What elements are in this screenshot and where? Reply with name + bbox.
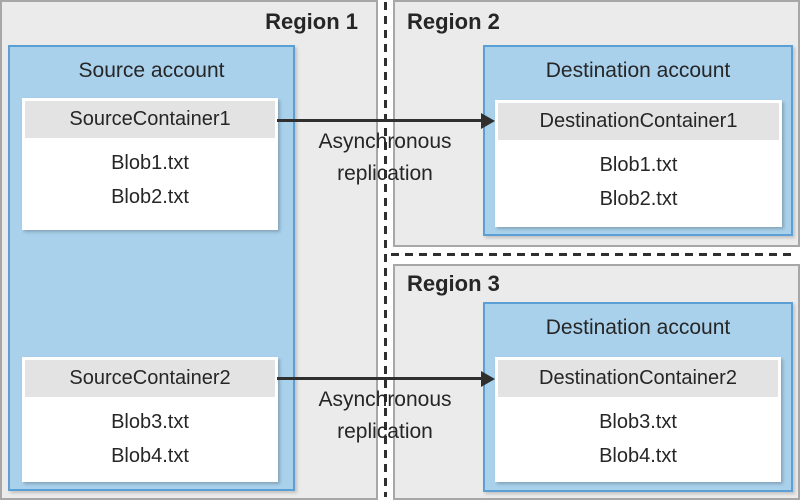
replication-label-text: Asynchronous replication [318, 388, 452, 443]
region-2-panel: Region 2 Destination account Destination… [393, 0, 800, 247]
arrow-head-icon [481, 113, 495, 129]
region-3-label: Region 3 [407, 271, 500, 296]
region-divider-vertical [384, 2, 387, 497]
region-3-panel: Region 3 Destination account Destination… [393, 264, 800, 500]
blob-item: Blob1.txt [599, 154, 678, 176]
blob-item: Blob4.txt [599, 445, 677, 467]
region-1-label: Region 1 [265, 9, 358, 34]
blob-item: Blob2.txt [111, 186, 189, 208]
destination-account-1: Destination account DestinationContainer… [483, 45, 793, 236]
arrow-head-icon [481, 371, 495, 387]
blob-item: Blob3.txt [599, 411, 677, 433]
source-container-1: SourceContainer1 Blob1.txt Blob2.txt [22, 98, 278, 230]
replication-label-text: Asynchronous replication [318, 130, 452, 185]
destination-container-1: DestinationContainer1 Blob1.txt Blob2.tx… [495, 100, 782, 227]
source-account: Source account SourceContainer1 Blob1.tx… [8, 45, 295, 491]
arrow-line [277, 119, 482, 122]
source-account-title: Source account [78, 59, 225, 82]
replication-label-2: Asynchronous replication [285, 384, 485, 448]
blob-item: Blob4.txt [111, 445, 189, 467]
source-container-2-header: SourceContainer2 [25, 360, 275, 397]
arrow-line [277, 377, 482, 380]
source-container-2: SourceContainer2 Blob3.txt Blob4.txt [22, 357, 278, 482]
blob-item: Blob3.txt [111, 411, 189, 433]
region-2-label: Region 2 [407, 9, 500, 34]
destination-account-2-title: Destination account [545, 316, 731, 339]
region-divider-horizontal [391, 253, 797, 256]
source-container-1-header: SourceContainer1 [25, 101, 275, 138]
destination-container-1-header: DestinationContainer1 [498, 103, 779, 140]
blob-item: Blob2.txt [599, 188, 678, 210]
destination-container-2-header: DestinationContainer2 [498, 360, 778, 397]
blob-item: Blob1.txt [111, 152, 189, 174]
region-1-panel: Region 1 Source account SourceContainer1… [0, 0, 378, 500]
destination-container-2: DestinationContainer2 Blob3.txt Blob4.tx… [495, 357, 781, 482]
destination-account-2: Destination account DestinationContainer… [483, 302, 793, 492]
replication-label-1: Asynchronous replication [285, 126, 485, 190]
destination-account-1-title: Destination account [545, 59, 731, 82]
